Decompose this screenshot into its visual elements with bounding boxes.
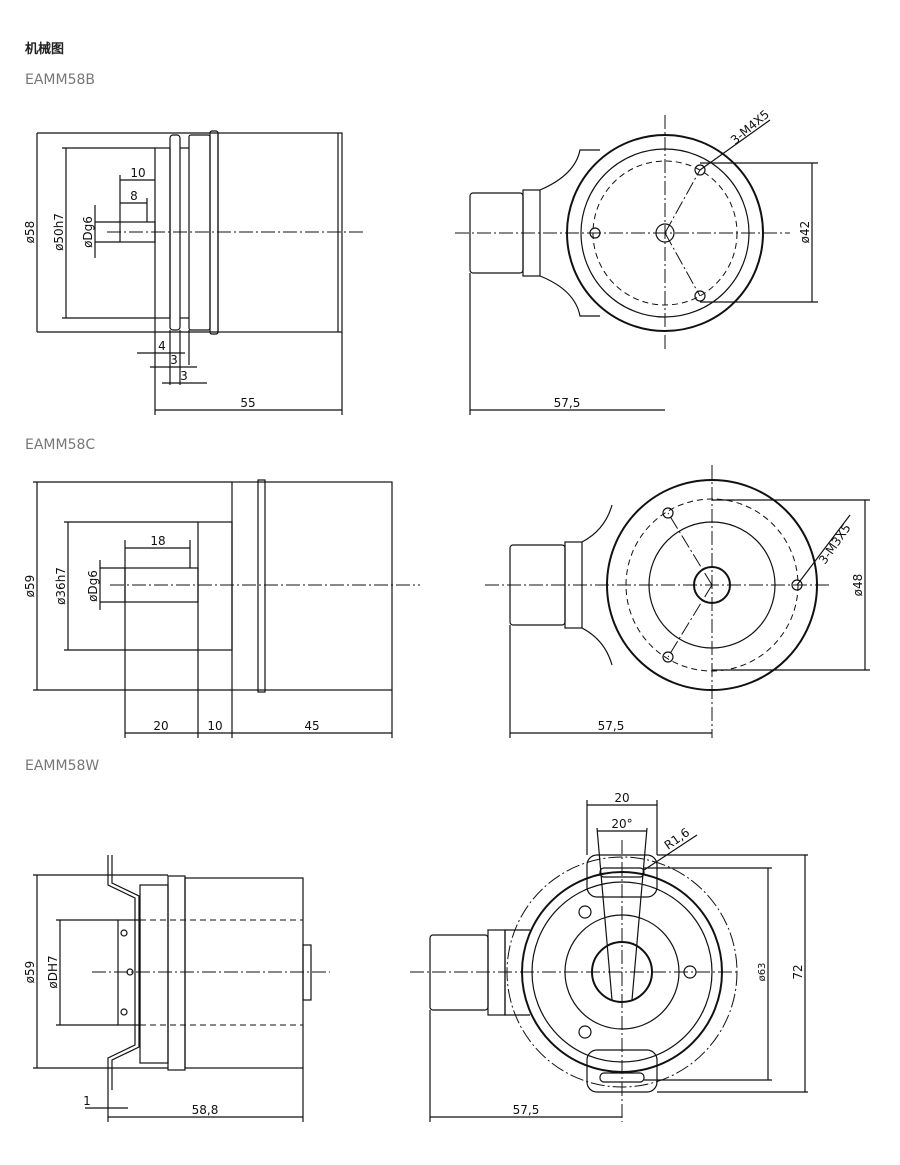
dim-outer-dia: ø59 <box>23 961 37 984</box>
page-title: 机械图 <box>25 42 65 57</box>
eamm58b-front-view: 3-M4X5 ø42 57,5 <box>455 107 818 415</box>
dim-1: 1 <box>83 1094 91 1108</box>
dim-slot-width: 20 <box>614 791 629 805</box>
dim-shaft-dia: øDg6 <box>81 216 95 248</box>
eamm58c-side-view: ø59 ø36h7 øDg6 18 20 10 45 <box>23 479 420 738</box>
dim-bolt-circle: ø42 <box>798 221 812 244</box>
dim-dia63: ø63 <box>757 963 768 982</box>
dim-holes: 3-M3X5 <box>816 521 854 567</box>
eamm58b-side-view: ø58 ø50h7 øDg6 10 8 4 3 3 55 <box>23 130 365 415</box>
dim-bore-dia: øDH7 <box>46 955 60 988</box>
model-heading-eamm58w: EAMM58W <box>25 758 100 774</box>
dim-pilot-dia: ø36h7 <box>54 567 68 605</box>
dim-length: 58,8 <box>192 1103 219 1117</box>
dim-45: 45 <box>304 719 319 733</box>
dim-20: 20 <box>153 719 168 733</box>
dim-3b: 3 <box>180 369 188 383</box>
dim-holes: 3-M4X5 <box>728 107 772 147</box>
dim-height: 72 <box>791 964 805 979</box>
eamm58w-front-view: 20 20° R1,6 ø63 72 57,5 <box>410 791 808 1122</box>
dim-angle: 20° <box>611 817 632 831</box>
dim-4: 4 <box>158 339 166 353</box>
model-heading-eamm58b: EAMM58B <box>25 72 95 88</box>
dim-18: 18 <box>150 534 165 548</box>
dim-bolt-circle: ø48 <box>851 574 865 597</box>
dim-outer-dia: ø58 <box>23 221 37 244</box>
dim-10: 10 <box>130 166 145 180</box>
dim-outer-dia: ø59 <box>23 575 37 598</box>
dim-depth: 57,5 <box>598 719 625 733</box>
dim-8: 8 <box>130 189 138 203</box>
dim-3a: 3 <box>170 353 178 367</box>
dim-depth: 57,5 <box>554 396 581 410</box>
dim-length: 55 <box>240 396 255 410</box>
dim-10: 10 <box>207 719 222 733</box>
dim-pilot-dia: ø50h7 <box>52 213 66 251</box>
dim-shaft-dia: øDg6 <box>86 570 100 602</box>
dim-depth: 57,5 <box>513 1103 540 1117</box>
model-heading-eamm58c: EAMM58C <box>25 437 96 453</box>
eamm58w-side-view: ø59 øDH7 1 58,8 <box>23 855 330 1122</box>
eamm58c-front-view: 3-M3X5 ø48 57,5 <box>485 465 870 738</box>
